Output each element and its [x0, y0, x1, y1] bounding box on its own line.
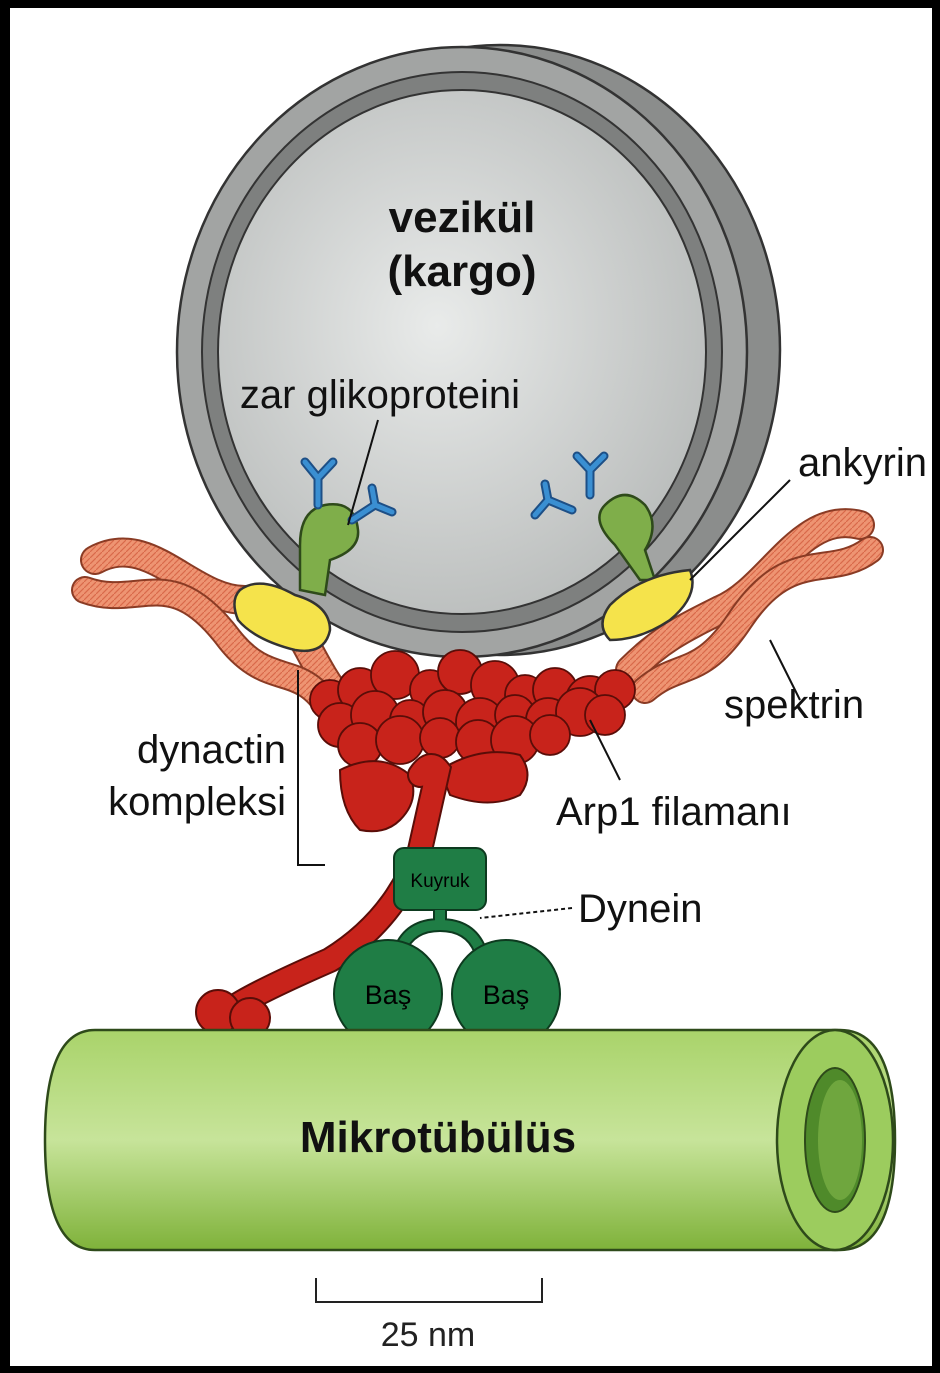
arp1-bead	[420, 718, 460, 758]
vesicle-label-line1: vezikül	[389, 193, 536, 242]
head-left-label: Baş	[365, 980, 412, 1010]
arp1-bead	[530, 715, 570, 755]
arp1-bead	[376, 716, 424, 764]
arp1-bead	[585, 695, 625, 735]
head-right-label: Baş	[483, 980, 530, 1010]
vesicle	[177, 45, 780, 657]
glycoprotein-label: zar glikoproteini	[240, 373, 520, 417]
tail-label: Kuyruk	[410, 871, 470, 892]
dynactin-label-line2: kompleksi	[108, 780, 286, 824]
scale-label: 25 nm	[381, 1316, 476, 1354]
microtubule: Mikrotübülüs	[45, 1030, 895, 1250]
spectrin-label: spektrin	[724, 683, 864, 727]
arp1-label: Arp1 filamanı	[556, 790, 792, 834]
ankyrin-label: ankyrin	[798, 441, 927, 485]
vesicle-label-line2: (kargo)	[387, 247, 536, 296]
microtubule-label: Mikrotübülüs	[300, 1113, 576, 1162]
dynactin-label-line1: dynactin	[137, 728, 286, 772]
dynein-label: Dynein	[578, 887, 703, 931]
